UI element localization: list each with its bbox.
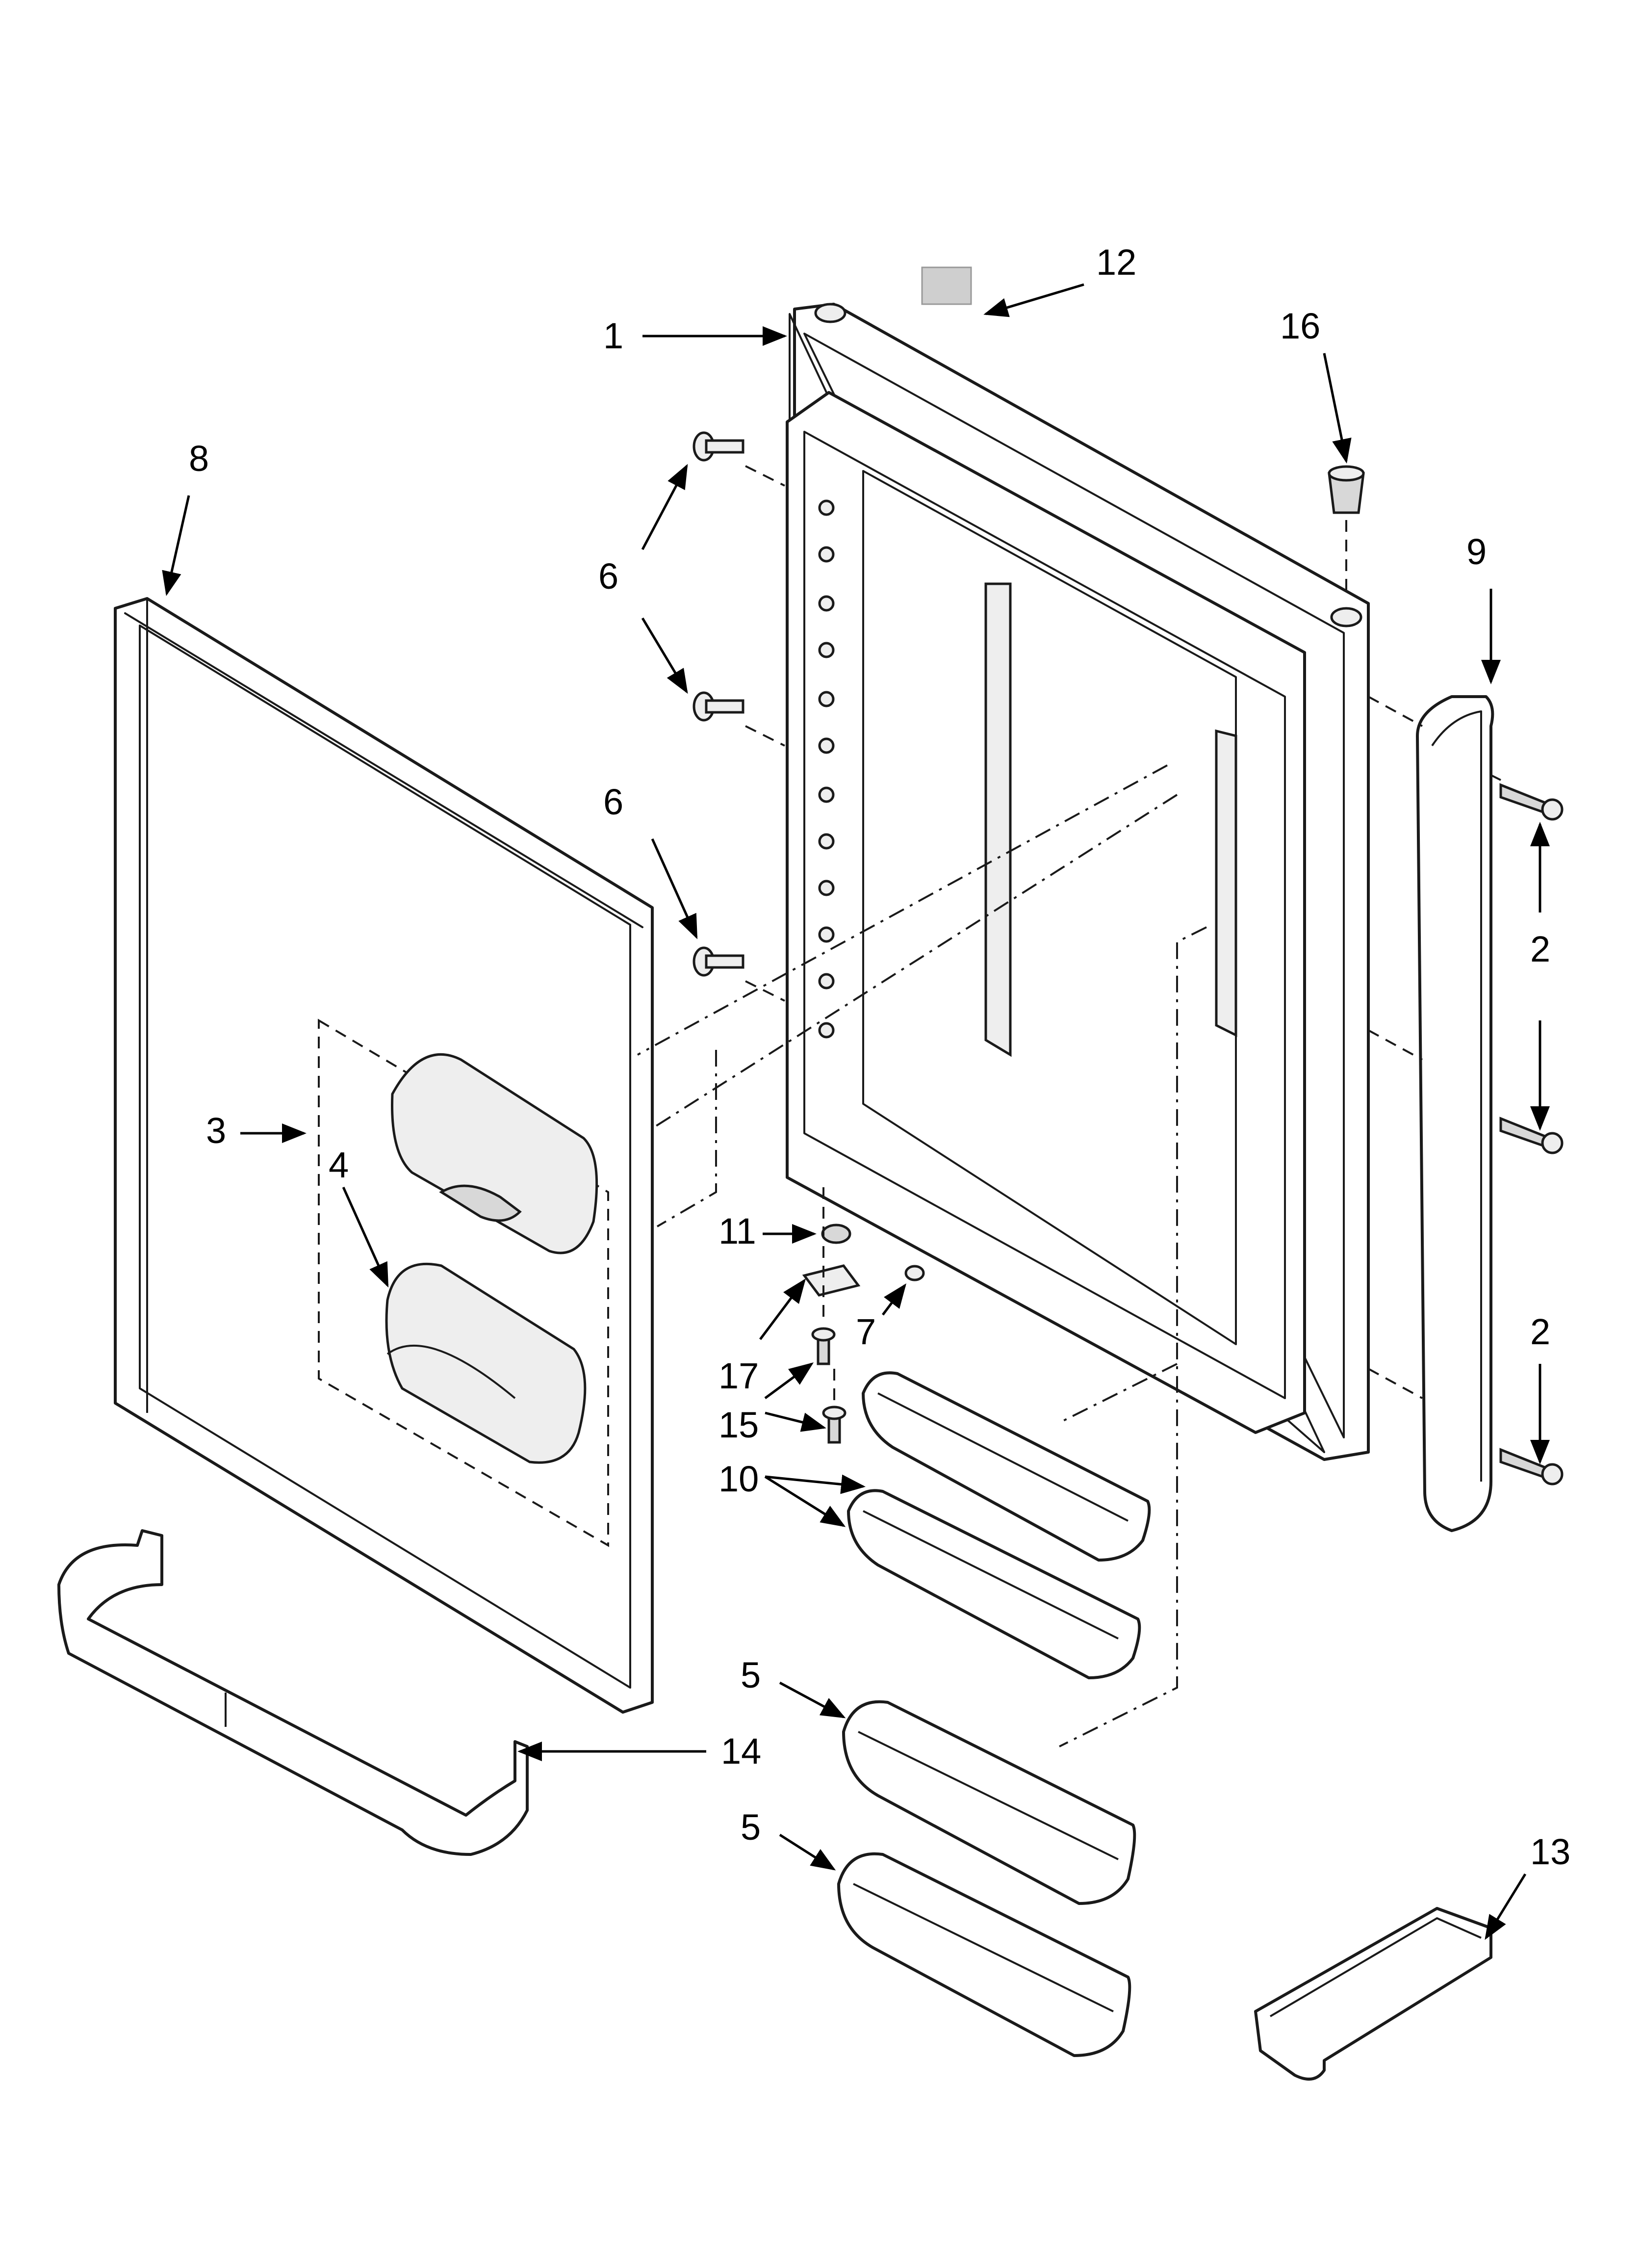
callout-9: 9: [1466, 531, 1487, 572]
callout-5-lower: 5: [741, 1807, 761, 1848]
callout-2-lower: 2: [1530, 1311, 1550, 1352]
callout-3: 3: [206, 1110, 226, 1151]
callout-1: 1: [603, 315, 623, 356]
dispenser-cover: [391, 1053, 598, 1254]
callout-10: 10: [718, 1459, 759, 1499]
door-bin-10-lower: [847, 1489, 1141, 1679]
callout-14: 14: [721, 1731, 761, 1772]
hinge-hardware: [802, 1187, 925, 1444]
callout-17: 17: [718, 1356, 759, 1396]
small-tray: [1254, 1907, 1492, 2081]
callout-8: 8: [189, 438, 209, 479]
callout-12: 12: [1096, 242, 1136, 283]
door-liner: [786, 391, 1306, 1434]
dispenser-bin: [385, 1262, 587, 1464]
callout-4: 4: [329, 1145, 349, 1185]
liner-screw-holes: [818, 499, 835, 1039]
bushing-part: [1328, 465, 1365, 599]
callout-2-upper: 2: [1530, 929, 1550, 969]
assembly-guides: [637, 465, 1501, 1747]
callout-7: 7: [856, 1311, 876, 1352]
shoulder-screws: [693, 431, 744, 977]
callout-5-upper: 5: [741, 1655, 761, 1695]
handle-screws: [1499, 783, 1564, 1486]
callout-labels: 1 12 16 8 6 6 9 2 3 4 11 7 17 2 15 10 5 …: [189, 242, 1570, 1872]
door-bin-10-upper: [862, 1371, 1151, 1562]
callout-15: 15: [718, 1405, 759, 1445]
door-bin-5-upper: [842, 1700, 1136, 1905]
callout-6-lower: 6: [603, 782, 623, 822]
door-bin-5-lower: [837, 1852, 1131, 2057]
callout-13: 13: [1530, 1831, 1570, 1872]
rating-label-part: [921, 266, 972, 305]
door-rail: [57, 1529, 529, 1856]
callout-16: 16: [1280, 306, 1320, 346]
leader-arrows: [162, 283, 1550, 1940]
callout-11: 11: [718, 1211, 756, 1251]
callout-6-upper: 6: [598, 556, 618, 597]
door-handle: [1416, 695, 1494, 1532]
